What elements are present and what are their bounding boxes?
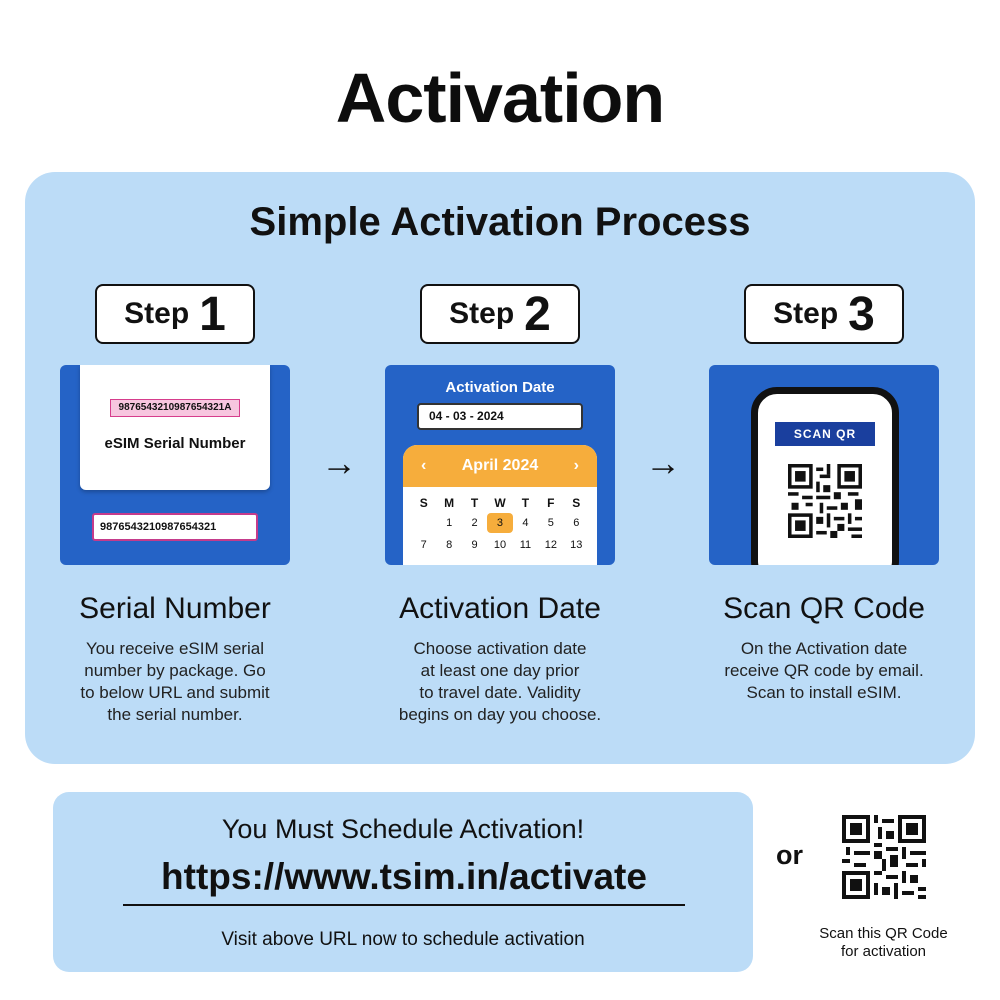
step-2-title: Activation Date <box>399 592 601 625</box>
calendar-day[interactable]: 7 <box>420 539 427 551</box>
arrow-icon: → <box>321 442 357 483</box>
weekday-label: S <box>419 496 428 510</box>
calendar-day[interactable]: 13 <box>570 539 583 551</box>
calendar-header: ‹ April 2024 › <box>403 445 597 487</box>
esim-card: 9876543210987654321A eSIM Serial Number <box>80 365 270 490</box>
qr-code-icon <box>788 464 862 538</box>
step-3-number: 3 <box>848 287 875 341</box>
chevron-left-icon: ‹ <box>421 457 427 474</box>
step-3-badge: Step 3 <box>744 284 904 344</box>
page-title: Activation <box>335 59 665 137</box>
serial-number-card: 9876543210987654321A eSIM Serial Number … <box>60 365 290 565</box>
phone-icon: SCAN QR <box>751 387 899 565</box>
calendar-day[interactable]: 2 <box>471 517 478 529</box>
calendar-day[interactable]: 12 <box>544 539 557 551</box>
step-3-title: Scan QR Code <box>723 592 925 625</box>
step-1-number: 1 <box>199 287 226 341</box>
qr-caption: Scan this QR Code for activation <box>819 925 948 960</box>
calendar-day[interactable]: 10 <box>493 539 507 551</box>
calendar-day[interactable]: 4 <box>522 517 529 529</box>
calendar-day[interactable]: 3 <box>487 513 513 533</box>
step-1-badge: Step 1 <box>95 284 255 344</box>
step-2-description: Choose activation date at least one day … <box>398 639 602 724</box>
step-2-number: 2 <box>524 287 551 341</box>
activation-process-panel: Simple Activation Process Step 1 Step 2 … <box>25 172 975 764</box>
step-1-word: Step <box>124 297 190 330</box>
schedule-panel: You Must Schedule Activation! https://ww… <box>53 792 753 972</box>
calendar-day[interactable]: 11 <box>519 539 532 551</box>
or-label: or <box>776 840 803 870</box>
serial-number-field: 9876543210987654321 <box>92 513 258 541</box>
schedule-note: Visit above URL now to schedule activati… <box>221 929 585 950</box>
step-2-badge: Step 2 <box>420 284 580 344</box>
step-1-description: You receive eSIM serial number by packag… <box>80 639 270 724</box>
calendar-month: April 2024 <box>461 457 539 474</box>
activation-date-card: Activation Date 04 - 03 - 2024 ‹ April 2… <box>385 365 615 565</box>
step-2-word: Step <box>449 297 515 330</box>
process-title: Simple Activation Process <box>249 200 751 244</box>
activation-qr-code-icon[interactable] <box>842 815 926 899</box>
weekday-label: W <box>494 496 506 510</box>
esim-serial-label: eSIM Serial Number <box>104 435 246 452</box>
serial-chip: 9876543210987654321A <box>110 399 240 417</box>
chevron-right-icon: › <box>573 457 579 474</box>
activation-date-label: Activation Date <box>445 379 555 396</box>
weekday-label: S <box>572 496 581 510</box>
calendar-day[interactable]: 8 <box>446 539 453 551</box>
step-3-word: Step <box>773 297 839 330</box>
calendar-day[interactable]: 1 <box>446 517 453 529</box>
schedule-title: You Must Schedule Activation! <box>221 814 585 844</box>
scan-qr-card: SCAN QR <box>709 365 939 565</box>
activation-date-field: 04 - 03 - 2024 <box>417 403 583 430</box>
calendar-day[interactable]: 9 <box>471 539 478 551</box>
calendar-day-empty <box>411 513 436 533</box>
weekday-label: T <box>521 496 530 510</box>
step-1-title: Serial Number <box>79 592 271 625</box>
arrow-icon: → <box>645 442 681 483</box>
weekday-label: F <box>547 496 555 510</box>
weekday-label: M <box>444 496 455 510</box>
scan-qr-button: SCAN QR <box>775 422 875 446</box>
calendar-day[interactable]: 6 <box>573 517 580 529</box>
step-3-description: On the Activation date receive QR code b… <box>724 639 924 702</box>
weekday-label: T <box>470 496 479 510</box>
activation-url-link[interactable]: https://www.tsim.in/activate <box>123 856 685 906</box>
calendar-day[interactable]: 5 <box>547 517 554 529</box>
